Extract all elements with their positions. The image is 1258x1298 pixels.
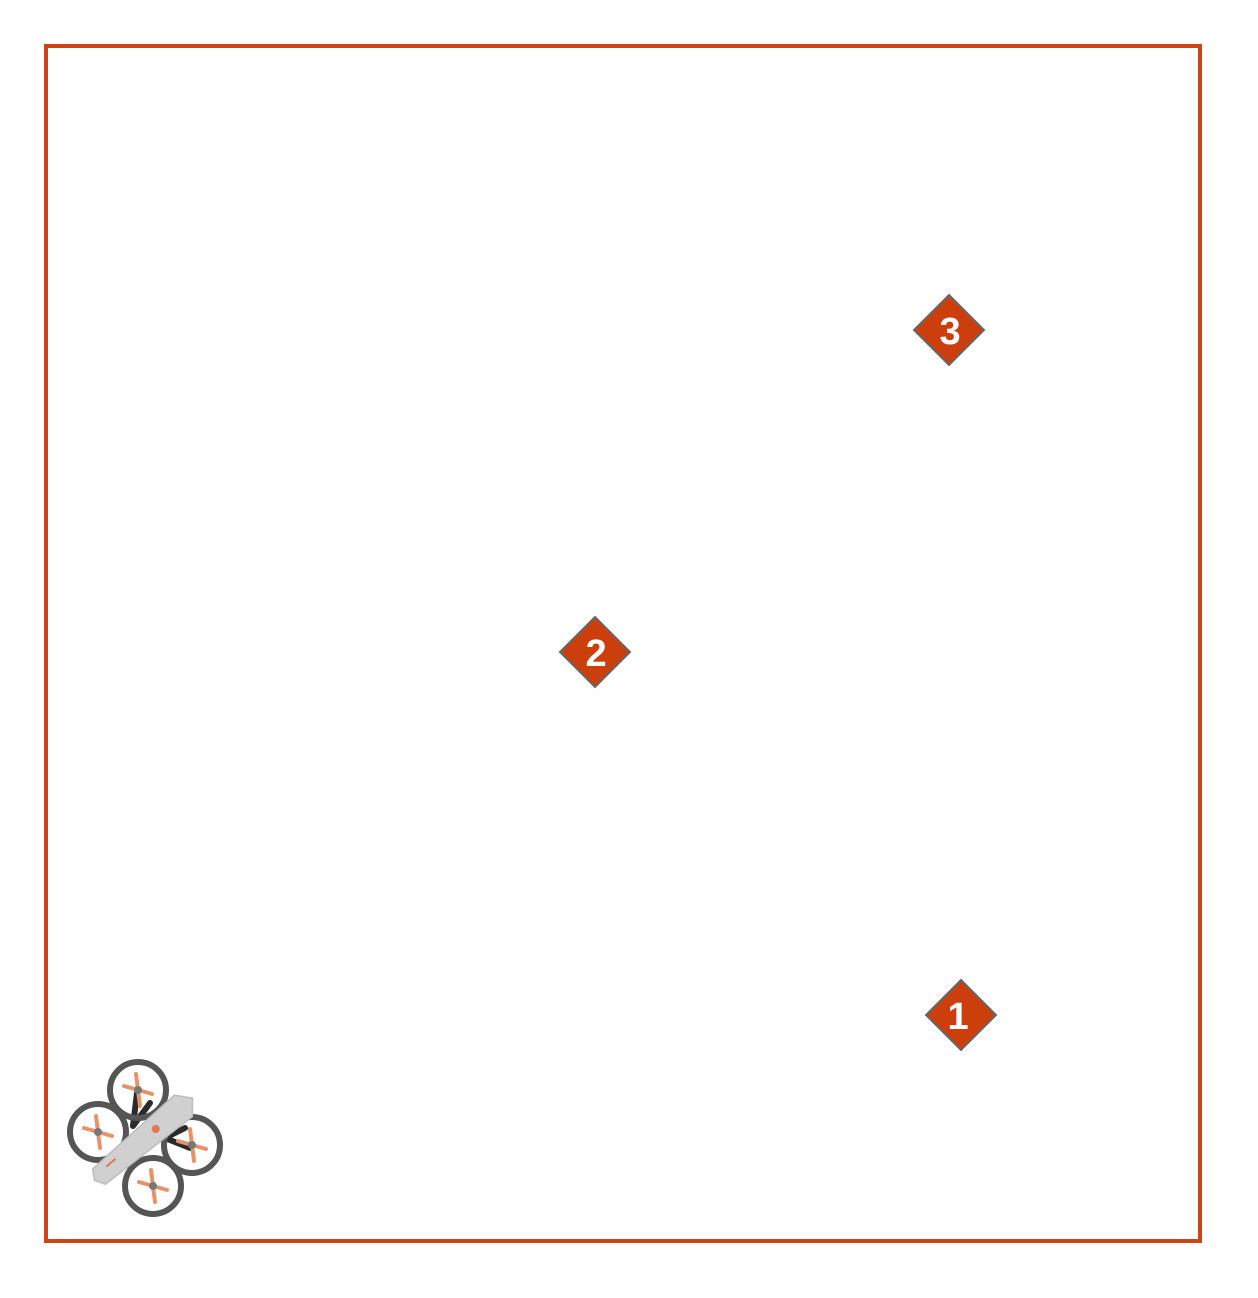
quadcopter-drone-icon[interactable] [67, 1059, 223, 1217]
waypoint-marker[interactable]: 1 [924, 978, 998, 1052]
waypoint-marker[interactable]: 2 [558, 615, 632, 689]
rotor-left [67, 1101, 129, 1163]
waypoint-diamond-icon [924, 978, 998, 1052]
drone-body [91, 1094, 194, 1186]
waypoint-diamond-icon [558, 615, 632, 689]
waypoint-marker[interactable]: 3 [912, 293, 986, 367]
waypoint-diamond-icon [912, 293, 986, 367]
waypoint-label: 2 [585, 633, 606, 675]
rotor-bottom [122, 1155, 184, 1217]
rotor-top [107, 1059, 169, 1121]
arena-boundary [44, 44, 1202, 1243]
waypoint-label: 3 [939, 311, 960, 353]
waypoint-label: 1 [947, 996, 968, 1038]
